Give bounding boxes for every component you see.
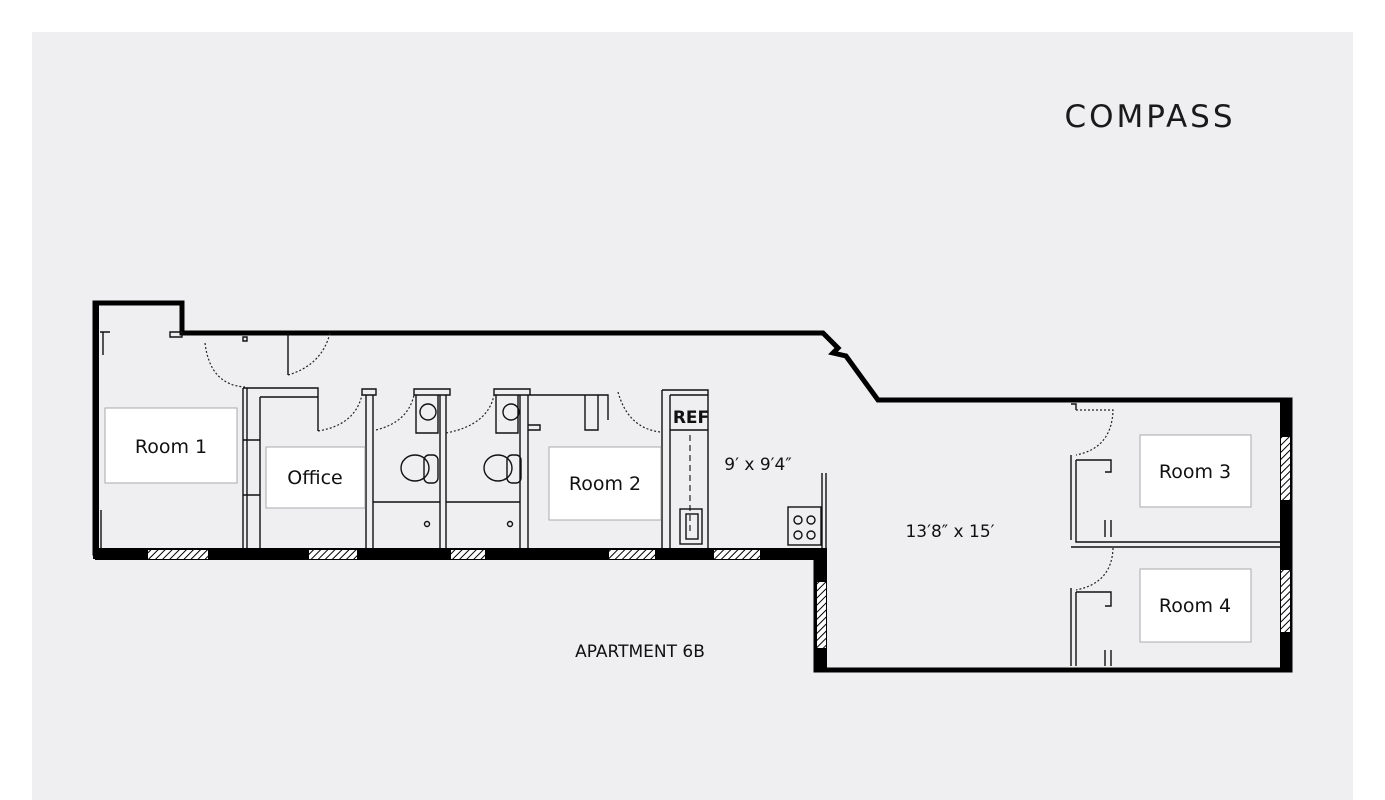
compass-logo: COMPASS [1064, 99, 1235, 135]
svg-text:Room 1: Room 1 [135, 436, 207, 458]
living-dimensions: 13′8″ x 15′ [905, 522, 994, 542]
window [451, 550, 485, 559]
window [609, 550, 655, 559]
room-office: Office [265, 446, 366, 509]
window [1281, 570, 1290, 632]
windows [148, 437, 1290, 648]
doors [204, 332, 1114, 591]
apartment-title: APARTMENT 6B [575, 642, 705, 662]
room-1: Room 1 [104, 407, 238, 484]
window [1281, 437, 1290, 500]
room-3: Room 3 [1139, 434, 1252, 508]
ref-label: REF [673, 408, 709, 428]
window [309, 550, 357, 559]
svg-text:COMPASS: COMPASS [1064, 99, 1235, 135]
window [714, 550, 760, 559]
room-4: Room 4 [1139, 568, 1252, 643]
interior-walls [100, 331, 1280, 666]
room-2: Room 2 [548, 446, 662, 521]
window [817, 582, 826, 648]
kitchen-dimensions: 9′ x 9′4″ [724, 455, 791, 475]
svg-text:Office: Office [287, 467, 342, 489]
svg-text:Room 4: Room 4 [1159, 595, 1231, 617]
window [148, 550, 208, 559]
svg-text:Room 2: Room 2 [569, 473, 641, 495]
svg-text:Room 3: Room 3 [1159, 461, 1231, 483]
